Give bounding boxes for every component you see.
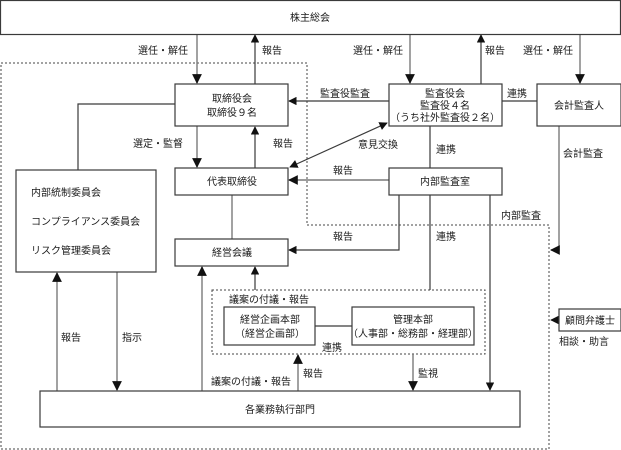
label-internal-to-rep: 報告 bbox=[333, 164, 353, 177]
node-audit-board[interactable]: 監査役会 監査役４名 （うち社外監査役２名） bbox=[388, 83, 503, 127]
label-sh-to-board: 選任・解任 bbox=[138, 44, 188, 57]
label-accounting-audit: 会計監査 bbox=[563, 147, 603, 160]
label: 経営会議 bbox=[212, 246, 252, 259]
label-internal-to-admin: 連携 bbox=[436, 230, 456, 243]
sublabel: （経営企画部） bbox=[235, 327, 305, 340]
label-units-proposal: 議案の付議・報告 bbox=[211, 375, 291, 388]
label-internal-audit: 内部監査 bbox=[501, 209, 541, 222]
node-administration[interactable]: 管理本部 （人事部・総務部・経理部） bbox=[348, 306, 478, 346]
label: 株主総会 bbox=[290, 11, 330, 24]
node-board-of-directors[interactable]: 取締役会 取締役９名 bbox=[174, 83, 289, 127]
label: 代表取締役 bbox=[207, 175, 257, 188]
committee-compliance: コンプライアンス委員会 bbox=[31, 215, 140, 228]
label-inner-link: 連携 bbox=[322, 341, 342, 354]
sublabel: 監査役４名 bbox=[420, 99, 470, 112]
label-audit-internal: 連携 bbox=[436, 143, 456, 156]
label-opinion-exchange: 意見交換 bbox=[358, 138, 398, 151]
node-management-meeting[interactable]: 経営会議 bbox=[174, 238, 289, 267]
label-sh-to-accountant: 選任・解任 bbox=[523, 44, 573, 57]
label: 各業務執行部門 bbox=[245, 403, 315, 416]
company-boundary bbox=[0, 62, 550, 450]
label: 経営企画本部 bbox=[240, 313, 300, 326]
label-rep-to-board: 報告 bbox=[273, 137, 293, 150]
node-business-units[interactable]: 各業務執行部門 bbox=[39, 390, 521, 428]
label-audit-to-sh: 報告 bbox=[485, 44, 505, 57]
node-accounting-auditor[interactable]: 会計監査人 bbox=[536, 83, 621, 127]
node-corporate-planning[interactable]: 経営企画本部 （経営企画部） bbox=[223, 306, 316, 346]
label-legal-advice: 相談・助言 bbox=[559, 335, 609, 348]
sublabel: （人事部・総務部・経理部） bbox=[348, 327, 478, 340]
sublabel: （うち社外監査役２名） bbox=[390, 111, 500, 124]
label-committee-to-units: 指示 bbox=[122, 331, 142, 344]
label-admin-monitor: 監視 bbox=[418, 367, 438, 380]
node-legal-advisor[interactable]: 顧問弁護士 bbox=[558, 308, 621, 332]
edge-internal-to-mgmt bbox=[288, 195, 400, 255]
node-representative-director[interactable]: 代表取締役 bbox=[174, 167, 289, 196]
label: 監査役会 bbox=[425, 87, 465, 100]
edge-opinion-exchange bbox=[289, 122, 388, 168]
node-shareholders-meeting[interactable]: 株主総会 bbox=[0, 0, 621, 36]
planning-admin-group bbox=[211, 289, 486, 355]
label-inner-proposal: 議案の付議・報告 bbox=[229, 293, 309, 306]
node-committees[interactable]: 内部統制委員会 コンプライアンス委員会 リスク管理委員会 bbox=[15, 169, 157, 273]
committee-internal-control: 内部統制委員会 bbox=[31, 186, 101, 199]
committee-risk-management: リスク管理委員会 bbox=[31, 244, 111, 257]
label: 管理本部 bbox=[393, 313, 433, 326]
label: 会計監査人 bbox=[554, 99, 604, 112]
label-units-to-committee: 報告 bbox=[61, 331, 81, 344]
label-audit-accountant: 連携 bbox=[507, 87, 527, 100]
edge-board-committees bbox=[77, 103, 175, 170]
label-units-to-inner: 報告 bbox=[303, 367, 323, 380]
label-sh-to-audit: 選任・解任 bbox=[353, 44, 403, 57]
label: 取締役会 bbox=[212, 92, 252, 105]
label-board-to-rep: 選定・監督 bbox=[133, 137, 183, 150]
edge-accounting-audit bbox=[550, 126, 560, 255]
label: 顧問弁護士 bbox=[565, 314, 615, 327]
sublabel: 取締役９名 bbox=[207, 106, 257, 119]
label-board-to-sh: 報告 bbox=[262, 44, 282, 57]
label-audit-to-board: 監査役監査 bbox=[320, 87, 370, 100]
node-internal-audit-office[interactable]: 内部監査室 bbox=[388, 167, 503, 196]
label-internal-to-mgmt: 報告 bbox=[333, 230, 353, 243]
label: 内部監査室 bbox=[420, 175, 470, 188]
